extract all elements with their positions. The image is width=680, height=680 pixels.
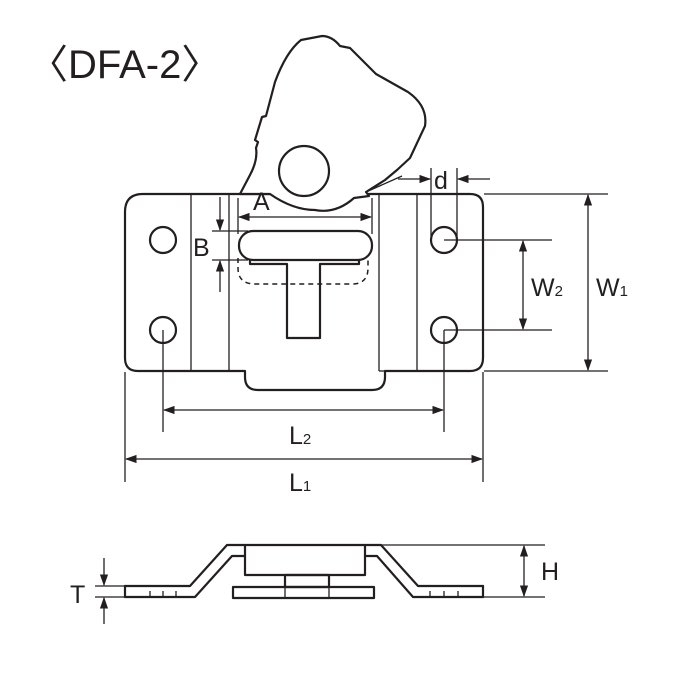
latch-hook (238, 34, 427, 212)
dimension-w1-label: W1 (596, 274, 628, 302)
side-t-head (231, 585, 376, 600)
dimension-b-label: B (193, 234, 210, 262)
side-t-head-neck (283, 573, 331, 589)
latch-pivot-hole (277, 144, 331, 198)
slot-stem (248, 258, 361, 340)
dimension-w2: W2 (444, 239, 563, 331)
dimension-t-label: T (70, 581, 85, 609)
dimension-b: B (193, 197, 248, 292)
dimension-t: T (70, 558, 124, 624)
base-plate-outline (123, 192, 485, 392)
drawing-title: 〈DFA-2〉 (28, 43, 221, 87)
side-center-block (243, 543, 367, 577)
top-view (123, 34, 485, 392)
dimension-h-label: H (541, 558, 559, 586)
dimension-w1: W1 (484, 193, 628, 372)
dimension-l2-label: L2 (289, 422, 311, 450)
dimension-l1: L1 (124, 372, 484, 497)
side-profile-lower (123, 554, 485, 599)
dimension-h: H (382, 544, 559, 598)
dimension-a: A (237, 188, 373, 234)
dimension-d-label: d (434, 167, 448, 195)
dimension-w2-label: W2 (531, 274, 563, 302)
dimension-l2: L2 (162, 330, 445, 450)
side-view (123, 543, 485, 600)
slot-bar (237, 229, 374, 262)
dimension-d: d (398, 167, 490, 236)
side-profile-upper (123, 543, 485, 588)
dimension-a-label: A (253, 188, 270, 216)
dimension-l1-label: L1 (289, 469, 311, 497)
hidden-slot-outline (237, 258, 369, 285)
latch-edge-line (365, 175, 403, 193)
mounting-hole (148, 225, 178, 255)
